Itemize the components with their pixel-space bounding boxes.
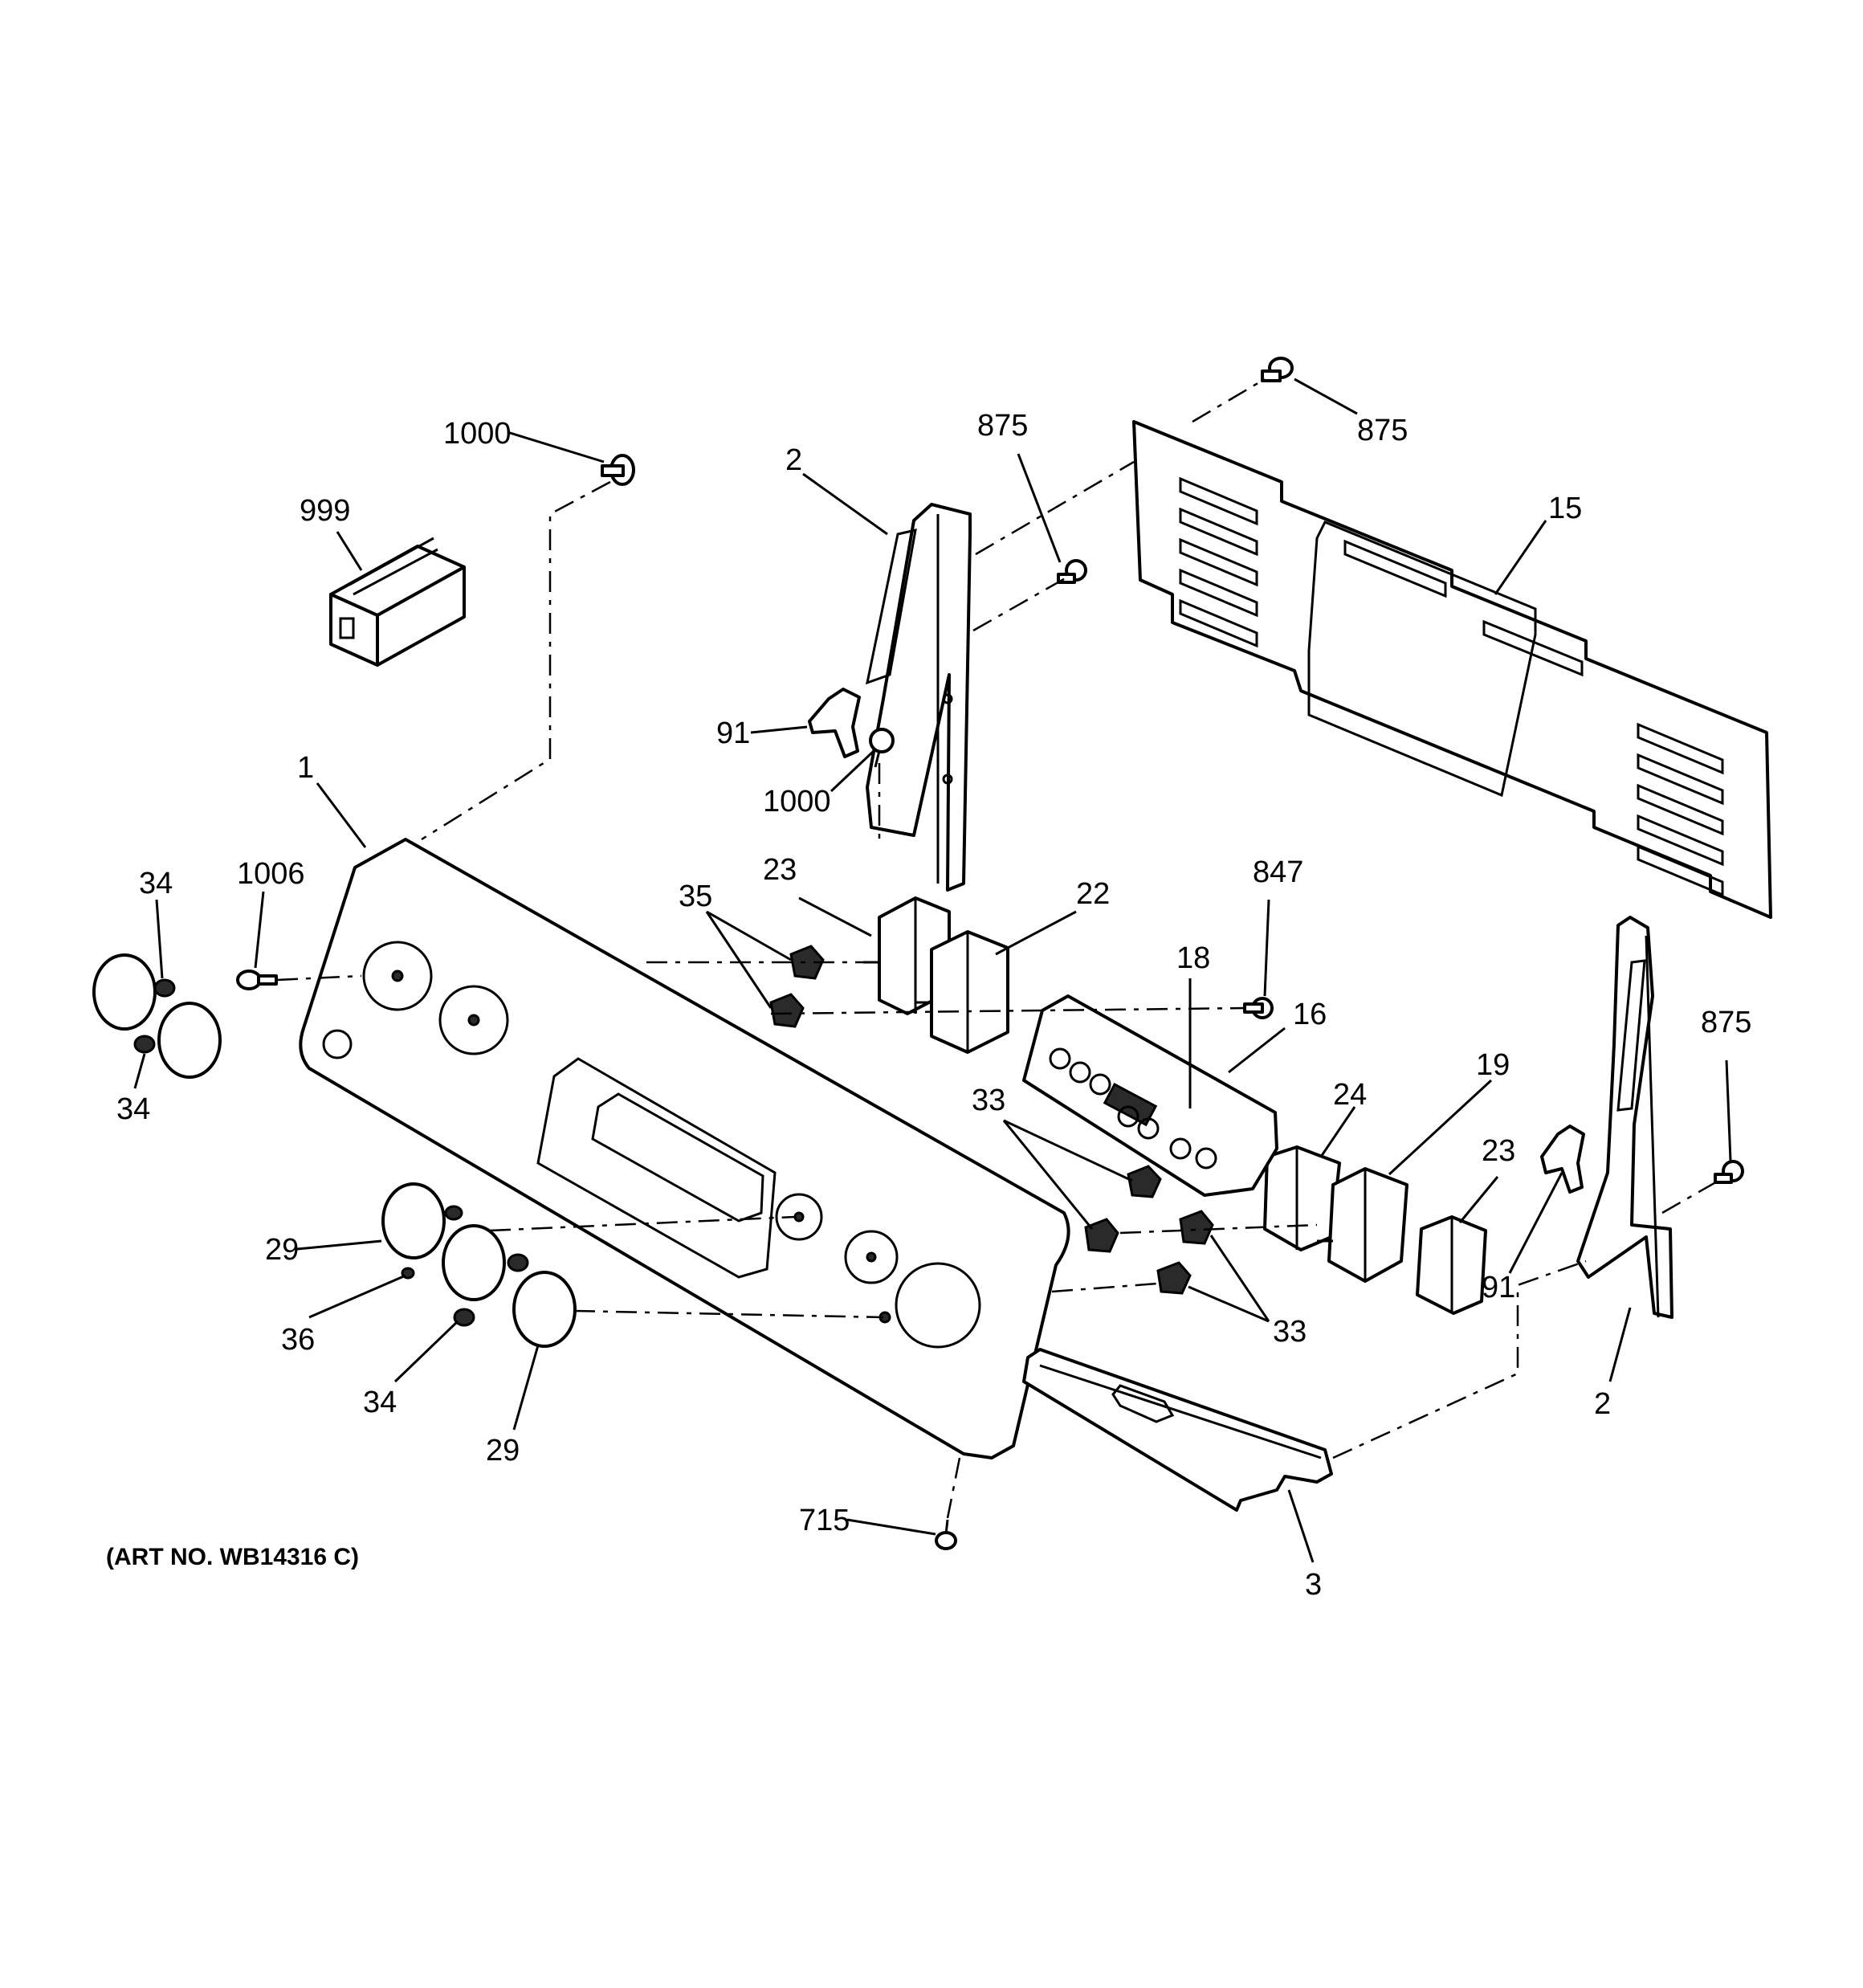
callout-22: 22 [1076, 877, 1110, 911]
callout-23-upper: 23 [763, 853, 797, 887]
callout-24: 24 [1333, 1078, 1367, 1112]
part-29-knob-a [381, 1182, 463, 1259]
callout-999: 999 [300, 494, 350, 528]
part-33-rocker-switch-d [1156, 1261, 1192, 1295]
panel-dial-graphics [362, 941, 981, 1349]
part-1000-screw-bracket [869, 728, 895, 768]
callout-715: 715 [799, 1504, 850, 1537]
callout-875-right: 875 [1701, 1006, 1751, 1039]
callout-18: 18 [1176, 941, 1210, 975]
part-1-control-panel [299, 838, 1070, 1459]
part-999-box [329, 537, 466, 667]
part-33-rocker-switch-b [1084, 1218, 1119, 1253]
part-2-side-bracket-right [1576, 916, 1673, 1319]
part-875-screw-right [1714, 1160, 1744, 1184]
callout-2-left: 2 [785, 443, 802, 477]
callout-2-right: 2 [1594, 1387, 1611, 1421]
part-35-rocker-switch-b [769, 993, 805, 1028]
callout-15: 15 [1548, 492, 1582, 525]
part-875-screw-bracket [1057, 559, 1087, 584]
callout-847: 847 [1253, 855, 1303, 889]
part-2-side-bracket-left [865, 503, 972, 892]
callout-labels: 1000 999 2 875 875 15 91 1000 1 34 1006 … [116, 409, 1751, 1602]
callout-3: 3 [1305, 1568, 1322, 1602]
callout-33-upper: 33 [972, 1084, 1005, 1117]
callout-34-bottom: 34 [363, 1386, 397, 1419]
part-875-screw-upper [1261, 357, 1294, 382]
part-29-knob-b [442, 1224, 529, 1301]
part-24-switch [1263, 1145, 1341, 1251]
callout-19: 19 [1476, 1048, 1510, 1082]
part-91-latch-left [808, 688, 861, 758]
part-16-electronic-control [1022, 994, 1278, 1197]
part-22-infinite-switch [915, 930, 1009, 1054]
part-1000-screw-top [601, 454, 635, 486]
callout-91-right: 91 [1482, 1271, 1515, 1304]
part-35-rocker-switch-a [789, 945, 825, 980]
part-23-infinite-switch-lower [1416, 1215, 1487, 1315]
callout-34-upper: 34 [139, 867, 173, 900]
callout-875-top-right: 875 [1357, 414, 1408, 447]
callout-23-lower: 23 [1482, 1134, 1515, 1168]
callout-36: 36 [281, 1323, 315, 1357]
callout-29-upper: 29 [265, 1233, 299, 1267]
callout-33-lower: 33 [1273, 1315, 1307, 1349]
part-3-trim [1022, 1348, 1333, 1512]
part-19-infinite-switch [1317, 1167, 1408, 1283]
callout-1: 1 [297, 751, 314, 785]
callout-34-lower: 34 [116, 1092, 150, 1126]
callout-1006: 1006 [237, 857, 305, 891]
callout-1000-bracket: 1000 [763, 785, 831, 818]
callout-875-left: 875 [977, 409, 1028, 443]
rear-panel-vent-slots [1179, 476, 1724, 897]
part-91-latch-right [1540, 1125, 1585, 1194]
part-34-knob-upper-left-a [92, 953, 176, 1031]
part-1006-screw [236, 970, 278, 990]
part-33-rocker-switch-c [1179, 1210, 1214, 1245]
assembly-lines [276, 378, 1719, 1519]
art-number-caption: (ART NO. WB14316 C) [106, 1544, 359, 1570]
part-15-rear-panel [1132, 420, 1772, 919]
callout-91-left: 91 [716, 716, 750, 750]
part-715-screw [935, 1519, 957, 1550]
part-29-knob-c [453, 1271, 577, 1348]
callout-1000-top: 1000 [443, 417, 512, 451]
part-847-screw [1243, 997, 1274, 1019]
callout-35: 35 [679, 880, 712, 913]
leader-lines [133, 378, 1732, 1563]
callout-29-lower: 29 [486, 1434, 520, 1468]
part-33-rocker-switch-a [1127, 1165, 1162, 1198]
ge-logo [322, 1029, 353, 1059]
part-34-knob-upper-left-b [133, 1002, 222, 1079]
callout-16: 16 [1293, 998, 1327, 1031]
